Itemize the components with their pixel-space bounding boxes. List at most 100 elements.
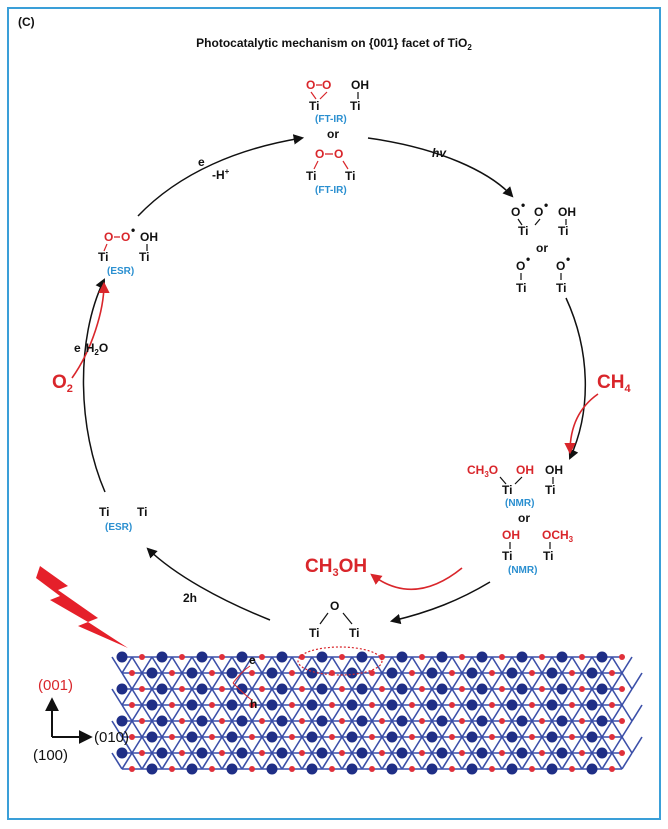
o-atom: [449, 766, 455, 772]
o-atom: [379, 686, 385, 692]
svg-text:Ti: Ti: [502, 483, 512, 497]
ti-atom: [316, 683, 328, 695]
o-atom: [219, 750, 225, 756]
o-atom: [539, 654, 545, 660]
ti-atom: [596, 651, 608, 663]
oxygen-radical-species: O • O • OH Ti Ti or O • O • Ti Ti: [511, 198, 576, 295]
panel-label: (C): [18, 15, 35, 29]
methane-reactant: CH4: [597, 372, 631, 395]
svg-text:Ti: Ti: [502, 549, 512, 563]
ti-atom: [146, 731, 158, 743]
ti-atom: [236, 715, 248, 727]
o-atom: [449, 702, 455, 708]
o-atom: [539, 686, 545, 692]
o-atom: [609, 670, 615, 676]
o-atom: [179, 750, 185, 756]
svg-text:Ti: Ti: [99, 505, 109, 519]
o-atom: [209, 734, 215, 740]
ti-atom: [476, 651, 488, 663]
ti-atom: [266, 667, 278, 679]
ti-atom: [556, 651, 568, 663]
o-atom: [329, 702, 335, 708]
two-holes-label: 2h: [183, 591, 197, 605]
o-atom: [459, 718, 465, 724]
o-atom: [539, 718, 545, 724]
o-atom: [129, 734, 135, 740]
tio2-lattice: [111, 651, 643, 775]
o-atom: [619, 718, 625, 724]
ti-atom: [466, 731, 478, 743]
o-atom: [369, 670, 375, 676]
ti-atom: [396, 651, 408, 663]
ti-atom: [426, 667, 438, 679]
o-atom: [179, 718, 185, 724]
ti-atom: [346, 763, 358, 775]
cycle-arrow-top-left: [137, 134, 305, 217]
svg-text:Ti: Ti: [349, 626, 359, 640]
svg-text:Ti: Ti: [306, 169, 316, 183]
ti-atom: [386, 699, 398, 711]
ti-atom: [226, 699, 238, 711]
o-atom: [409, 734, 415, 740]
o-atom: [179, 686, 185, 692]
ti-atom: [356, 715, 368, 727]
svg-text:O: O: [334, 147, 343, 161]
ti-atom: [226, 731, 238, 743]
ti-atom: [186, 763, 198, 775]
ti-atom: [196, 747, 208, 759]
o-atom: [139, 686, 145, 692]
svg-text:(NMR): (NMR): [505, 498, 534, 509]
o-atom: [449, 670, 455, 676]
svg-text:O: O: [511, 205, 520, 219]
ti-atom: [436, 747, 448, 759]
o-atom: [569, 670, 575, 676]
ti-atom: [436, 683, 448, 695]
ti-atom: [196, 651, 208, 663]
surface-charge-carriers: e h: [232, 653, 257, 711]
ti-atom: [266, 731, 278, 743]
svg-text:•: •: [544, 198, 548, 212]
o-atom: [129, 702, 135, 708]
o-atom: [529, 734, 535, 740]
light-bolt-icon: [36, 566, 128, 648]
o-atom: [459, 654, 465, 660]
o-atom: [499, 654, 505, 660]
o-atom: [579, 654, 585, 660]
svg-text:O: O: [330, 599, 339, 613]
ti-atom: [386, 731, 398, 743]
ti-atom: [596, 683, 608, 695]
ti-atom: [346, 731, 358, 743]
svg-text:or: or: [536, 241, 548, 255]
o-atom: [489, 766, 495, 772]
svg-text:Ti: Ti: [545, 483, 555, 497]
ti-atom: [506, 731, 518, 743]
ti-atom: [156, 715, 168, 727]
ti-atom: [146, 763, 158, 775]
o-atom: [289, 702, 295, 708]
svg-text:Ti: Ti: [516, 281, 526, 295]
o-atom: [419, 718, 425, 724]
ti-atom: [546, 667, 558, 679]
ti-atom: [386, 763, 398, 775]
ti-atom: [346, 667, 358, 679]
ti-atom: [436, 715, 448, 727]
o-atom: [339, 750, 345, 756]
o-atom: [209, 702, 215, 708]
ti-atom: [306, 731, 318, 743]
ti-atom: [276, 747, 288, 759]
o-atom: [419, 686, 425, 692]
o-atom: [529, 766, 535, 772]
svg-text:Ti: Ti: [139, 250, 149, 264]
ti-atom: [306, 763, 318, 775]
o-atom: [619, 654, 625, 660]
o-atom: [249, 670, 255, 676]
oxygen-reactant: O2: [52, 372, 73, 395]
o-atom: [579, 750, 585, 756]
ti-atom: [476, 715, 488, 727]
panel-frame: [7, 7, 661, 820]
ti-atom: [586, 731, 598, 743]
ti-atom: [156, 651, 168, 663]
ti-atom: [236, 747, 248, 759]
ti-atom: [596, 747, 608, 759]
